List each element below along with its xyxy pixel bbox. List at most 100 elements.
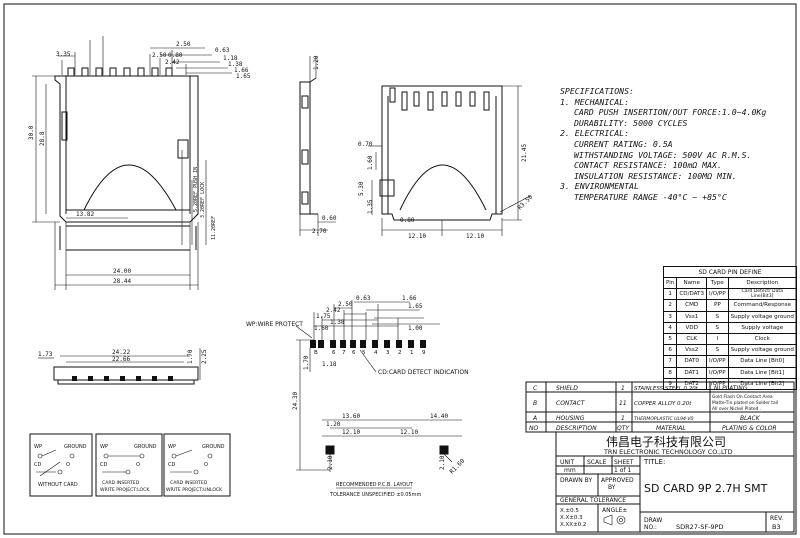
bom-plating: BLACK bbox=[740, 415, 761, 422]
specifications-heading: SPECIFICATIONS: bbox=[560, 86, 634, 96]
pin-header: Description bbox=[727, 276, 797, 290]
dim-label: 1.65 bbox=[408, 303, 423, 310]
dim-label: 0.80 bbox=[400, 217, 415, 224]
bom-header-no: NO bbox=[529, 425, 538, 432]
dim-label: 2.42 bbox=[326, 307, 341, 314]
pin-cell: CD/DAT3 bbox=[676, 288, 708, 301]
pin-cell: S bbox=[706, 321, 729, 334]
sheet-value: 1 of 1 bbox=[614, 467, 631, 474]
scale-label: SCALE bbox=[587, 459, 606, 466]
bom-table: C SHIELD 1 STAINLESS STEEL 0.20t NI PLAT… bbox=[525, 381, 795, 433]
bom-plating: Matte-Tin plated on Solder tail bbox=[712, 400, 778, 406]
switch-label: O bbox=[204, 462, 208, 468]
spec-line: CARD PUSH INSERTION/OUT FORCE:1.0~4.0Kg bbox=[574, 107, 767, 118]
draw-no-label: DRAW bbox=[644, 517, 662, 524]
pin-cell: DAT2 bbox=[676, 377, 708, 390]
bom-desc: HOUSING bbox=[556, 415, 585, 422]
dim-label: 2.50 bbox=[152, 52, 167, 59]
switch-caption: WITHOUT CARD bbox=[38, 482, 78, 488]
switch-label: GROUND bbox=[64, 444, 87, 450]
bom-header-plating: PLATING & COLOR bbox=[722, 425, 777, 432]
pin-cell: VDD bbox=[676, 321, 708, 334]
switch-label: CD bbox=[34, 462, 41, 468]
pin-cell: Supply voltage ground bbox=[727, 344, 797, 357]
switch-label: GROUND bbox=[202, 444, 225, 450]
bom-material: COPPER ALLOY 0.20t bbox=[634, 401, 692, 407]
bom-qty: 1 bbox=[621, 415, 625, 422]
spec-line: 2. ELECTRICAL: bbox=[560, 128, 630, 139]
unit-value: mm bbox=[564, 467, 576, 474]
dim-label: 28.44 bbox=[113, 278, 131, 285]
pin-cell: 6 bbox=[662, 344, 678, 357]
pcb-label-wp: WP:WIRE PROTECT bbox=[246, 321, 303, 328]
bom-header-qty: QTY bbox=[617, 425, 630, 432]
spec-line: TEMPERATURE RANGE -40°C ~ +85°C bbox=[574, 191, 727, 202]
pin-cell: 9 bbox=[662, 377, 678, 390]
switch-label: WP bbox=[34, 444, 42, 450]
dim-label: 2.10 bbox=[327, 455, 334, 470]
dim-label: 1.20 bbox=[326, 421, 341, 428]
switch-label: O bbox=[136, 462, 140, 468]
dim-label: 0.70 bbox=[358, 141, 373, 148]
pin-cell: 4 bbox=[662, 321, 678, 334]
bom-no: A bbox=[532, 415, 537, 422]
dim-label: 2.70 bbox=[312, 228, 327, 235]
dim-label: 28.8 bbox=[39, 131, 46, 146]
dim-label: 1.18 bbox=[223, 55, 238, 62]
pin-cell: CMD bbox=[676, 299, 708, 312]
pcb-tolerance: TOLERANCE UNSPECIFIED ±0.05mm bbox=[329, 492, 421, 498]
pin-number: 1 bbox=[410, 350, 414, 356]
pin-number: 6 bbox=[352, 350, 356, 356]
switch-caption: CARD INSERTED bbox=[170, 480, 208, 486]
drawn-by-label: DRAWN BY bbox=[560, 477, 592, 484]
bom-qty: 1 bbox=[621, 385, 625, 392]
switch-caption: CARD INSERTED bbox=[102, 480, 140, 486]
rev-value: B3 bbox=[772, 523, 781, 531]
spec-line: 3. ENVIRONMENTAL bbox=[560, 181, 639, 192]
dim-label: 1.75 bbox=[316, 313, 331, 320]
dim-label: 1.18 bbox=[322, 361, 337, 368]
dim-label: 0.63 bbox=[215, 47, 230, 54]
pin-cell: Supply voltage ground bbox=[727, 310, 797, 323]
angle-label: ANGLE± bbox=[602, 507, 627, 514]
specifications: SPECIFICATIONS: 1. MECHANICAL: CARD PUSH… bbox=[560, 86, 790, 203]
pin-number: 7 bbox=[342, 350, 346, 356]
bom-plating: Gold Flash On Contact Area bbox=[712, 394, 773, 400]
dim-label: 1.70 bbox=[187, 349, 194, 364]
pin-cell: S bbox=[706, 344, 729, 357]
tolerance-value: X.±0.5 bbox=[560, 508, 579, 514]
pin-number: 3 bbox=[386, 350, 390, 356]
bom-no: C bbox=[533, 385, 538, 392]
bom-desc: SHIELD bbox=[556, 385, 578, 392]
bom-header-material: MATERIAL bbox=[656, 425, 686, 432]
pin-cell: Vss2 bbox=[676, 344, 708, 357]
spec-line: CURRENT RATING: 0.5A bbox=[574, 138, 673, 149]
dim-label: 12.10 bbox=[466, 233, 484, 240]
pin-cell: I/O/PP bbox=[706, 377, 729, 390]
spec-line: WITHSTANDING VOLTAGE: 500V AC R.M.S. bbox=[574, 149, 752, 160]
dim-label: 5.20REF PUSH IN bbox=[193, 167, 199, 212]
dim-label: 2.25 bbox=[201, 349, 208, 364]
dim-label: 24.22 bbox=[112, 349, 130, 356]
top-view: 3.35 2.50 2.50 0.63 0.80 1.18 1.38 2.42 … bbox=[28, 36, 251, 290]
bom-no: B bbox=[533, 400, 537, 407]
dim-label: 12.10 bbox=[408, 233, 426, 240]
pin-cell: 3 bbox=[662, 310, 678, 323]
switch-label: CD bbox=[168, 462, 175, 468]
dim-label: 11.20REF bbox=[211, 216, 217, 240]
spec-line: DURABILITY: 5000 CYCLES bbox=[574, 117, 688, 128]
switch-label: GROUND bbox=[134, 444, 157, 450]
sheet-label: SHEET bbox=[614, 459, 634, 466]
dim-label: 1.35 bbox=[367, 199, 374, 214]
pcb-caption: RECOMMENDED P.C.B. LAYOUT bbox=[336, 482, 414, 488]
switch-label: WP bbox=[168, 444, 176, 450]
pin-cell: Vss1 bbox=[676, 310, 708, 323]
front-view: 21.45 0.70 1.60 5.30 1.35 0.80 12.10 12.… bbox=[358, 85, 534, 240]
pin-cell: 8 bbox=[662, 366, 678, 379]
